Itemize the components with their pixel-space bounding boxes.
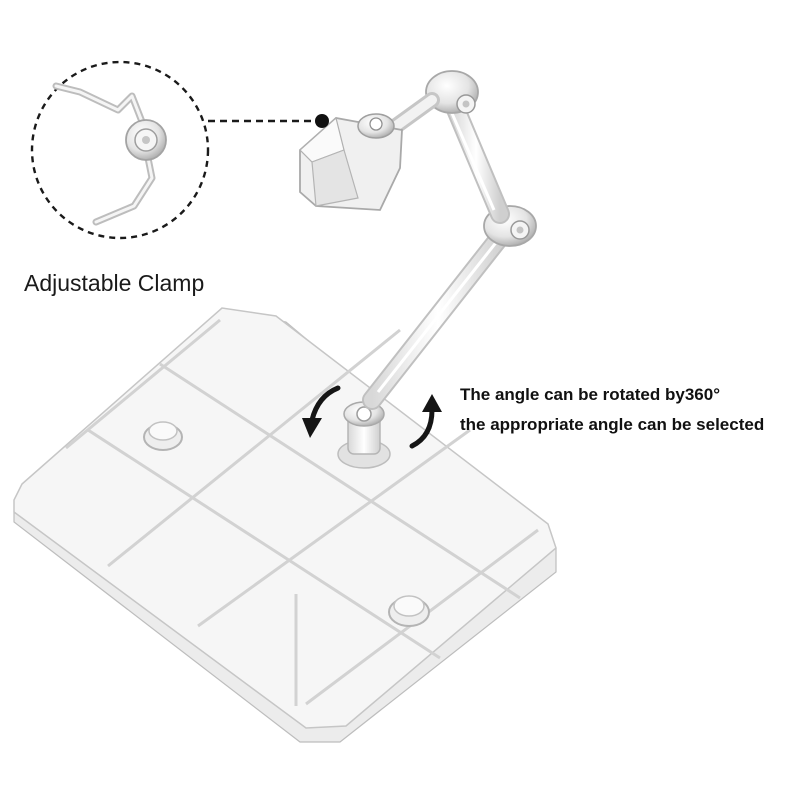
base-plate-grid [65,318,539,706]
top-joint [388,70,479,134]
rotating-socket [337,401,391,469]
upper-arm-rod [442,90,510,224]
clamp-detail-joint [125,119,167,161]
base-plate-top [13,307,557,729]
base-peg-left [143,421,183,451]
rotation-caption-line-1: The angle can be rotated by360° [460,385,720,404]
clamp-head [299,113,403,211]
stand-base-plate [13,307,557,743]
rotate-arrow-right-icon [409,394,442,449]
rotate-arrow-left-icon [302,385,341,438]
lower-arm-rod [362,222,514,410]
clamp-detail-callout [30,60,329,240]
base-peg-right [388,595,430,627]
rotation-caption-line-2: the appropriate angle can be selected [460,415,765,434]
clamp-label: Adjustable Clamp [24,270,205,296]
